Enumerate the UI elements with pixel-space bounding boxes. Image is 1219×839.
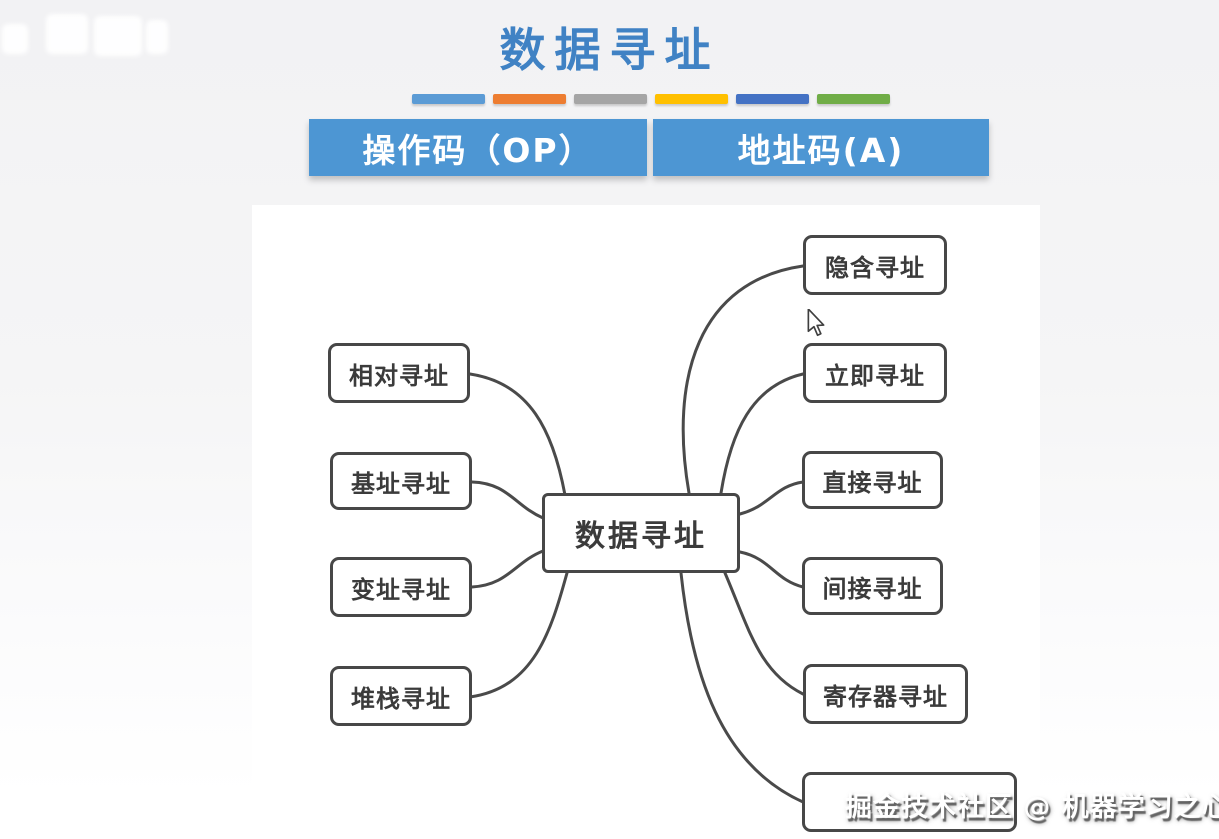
- page-title: 数据寻址: [499, 23, 720, 77]
- connector-left-4: [468, 571, 569, 699]
- accent-dash: [736, 94, 809, 104]
- mindmap-connectors: [468, 264, 805, 804]
- connector-right-3: [738, 480, 805, 516]
- opcode-field: 操作码（OP）: [309, 119, 647, 176]
- accent-dash: [655, 94, 728, 104]
- mindmap-node-direct-addressing[interactable]: 直接寻址: [802, 451, 943, 509]
- mindmap-node-immediate-addressing[interactable]: 立即寻址: [803, 343, 947, 403]
- bottom-watermark: 掘金技术社区 @ 机器学习之心AI: [845, 792, 1219, 823]
- connector-left-2: [470, 480, 545, 520]
- connector-left-1: [468, 372, 567, 497]
- mindmap-node-relative-addressing[interactable]: 相对寻址: [328, 343, 470, 403]
- mindmap-node-indexed-addressing[interactable]: 变址寻址: [330, 557, 472, 617]
- accent-dash: [493, 94, 566, 104]
- mindmap-root-node[interactable]: 数据寻址: [542, 493, 740, 573]
- connector-right-5: [723, 571, 805, 696]
- mindmap-node-obscured[interactable]: [802, 772, 1017, 832]
- accent-dash: [574, 94, 647, 104]
- connector-right-6: [679, 571, 805, 804]
- mindmap-node-implied-addressing[interactable]: 隐含寻址: [803, 235, 947, 295]
- accent-dash: [412, 94, 485, 104]
- mindmap-node-register-addressing[interactable]: 寄存器寻址: [803, 664, 968, 724]
- mindmap-node-indirect-addressing[interactable]: 间接寻址: [802, 557, 943, 615]
- mindmap-node-base-addressing[interactable]: 基址寻址: [330, 452, 472, 510]
- accent-dash-row: [412, 94, 890, 104]
- connector-right-4: [738, 550, 805, 589]
- accent-dash: [817, 94, 890, 104]
- mouse-cursor: [807, 309, 825, 337]
- mindmap-panel: 数据寻址 相对寻址 基址寻址 变址寻址 堆栈寻址 隐含寻址 立即寻址 直接寻址 …: [252, 205, 1040, 839]
- mindmap-node-stack-addressing[interactable]: 堆栈寻址: [330, 666, 472, 726]
- connector-right-2: [719, 372, 805, 495]
- address-code-field: 地址码(A): [653, 119, 989, 176]
- connector-right-1: [681, 264, 805, 495]
- connector-left-3: [470, 549, 545, 589]
